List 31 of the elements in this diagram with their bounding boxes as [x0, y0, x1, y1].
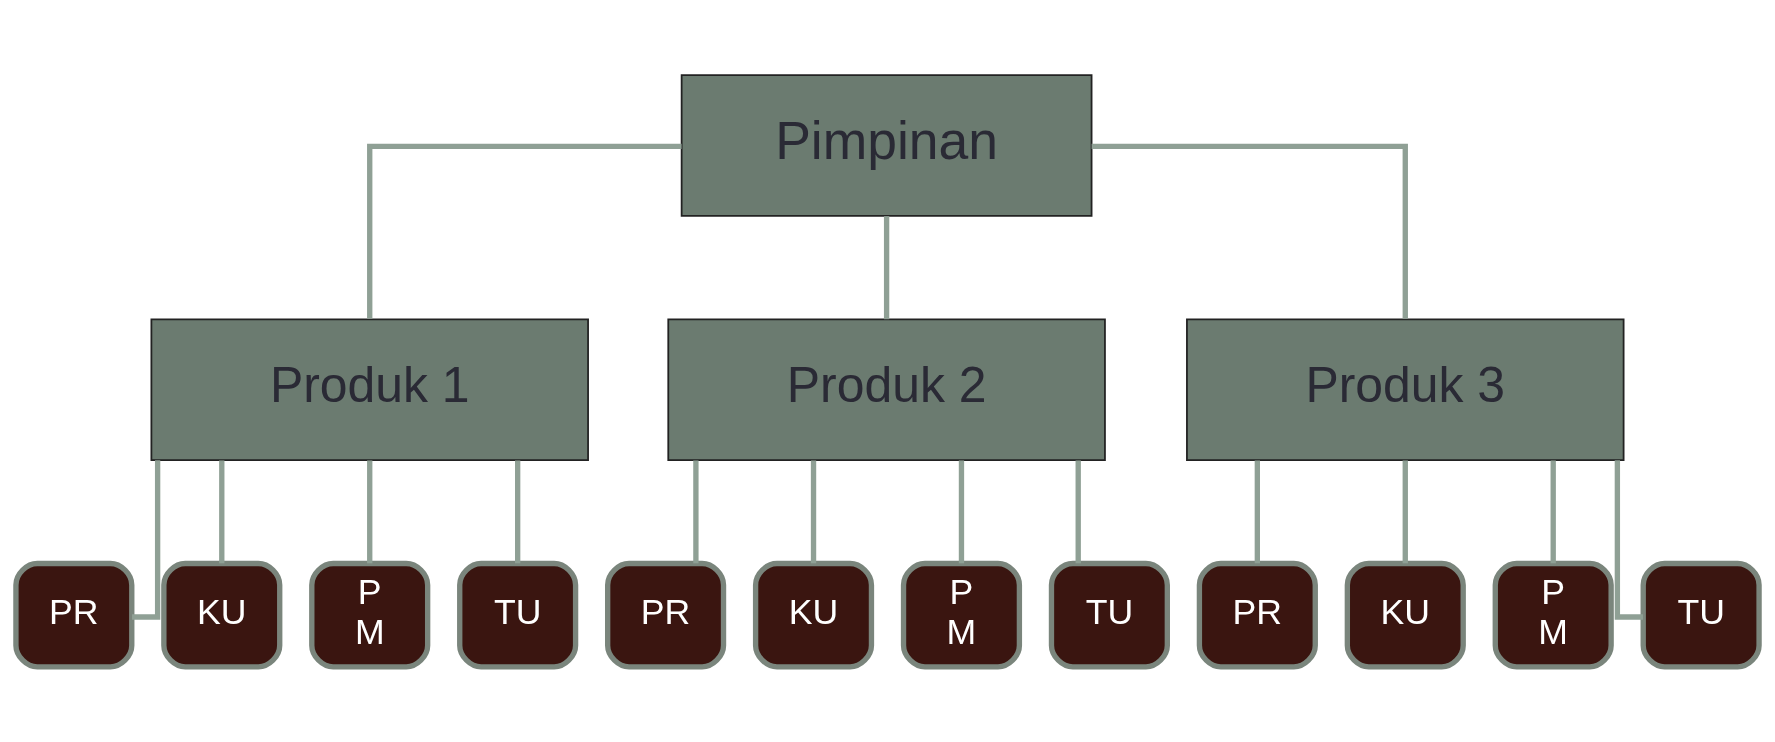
node-box: P M — [1492, 560, 1614, 670]
connector — [367, 143, 682, 319]
connector — [883, 216, 890, 320]
node-box: PR — [13, 560, 135, 670]
node-box: P M — [309, 560, 431, 670]
connector — [1614, 460, 1643, 620]
node-box: TU — [457, 560, 579, 670]
connector — [1075, 460, 1081, 564]
connector — [810, 460, 817, 564]
node-box: TU — [1048, 560, 1170, 670]
connector — [515, 460, 521, 564]
connector — [132, 460, 161, 620]
connector — [1091, 143, 1408, 319]
node-box: PR — [605, 560, 727, 670]
connector — [1402, 460, 1408, 564]
node-box: Pimpinan — [680, 74, 1093, 217]
node-box: KU — [752, 560, 875, 670]
node-box: Produk 2 — [667, 318, 1106, 461]
node-box: Produk 3 — [1186, 318, 1625, 461]
connector — [1550, 460, 1556, 564]
connector — [219, 460, 225, 564]
connector — [958, 460, 965, 564]
connector — [367, 460, 373, 564]
connector — [1254, 460, 1260, 564]
node-box: KU — [161, 560, 283, 670]
node-box: TU — [1640, 560, 1762, 670]
node-box: KU — [1344, 560, 1466, 670]
node-box: PR — [1196, 560, 1318, 670]
node-box: Produk 1 — [150, 318, 589, 461]
connector — [693, 460, 699, 564]
node-box: P M — [900, 560, 1023, 670]
